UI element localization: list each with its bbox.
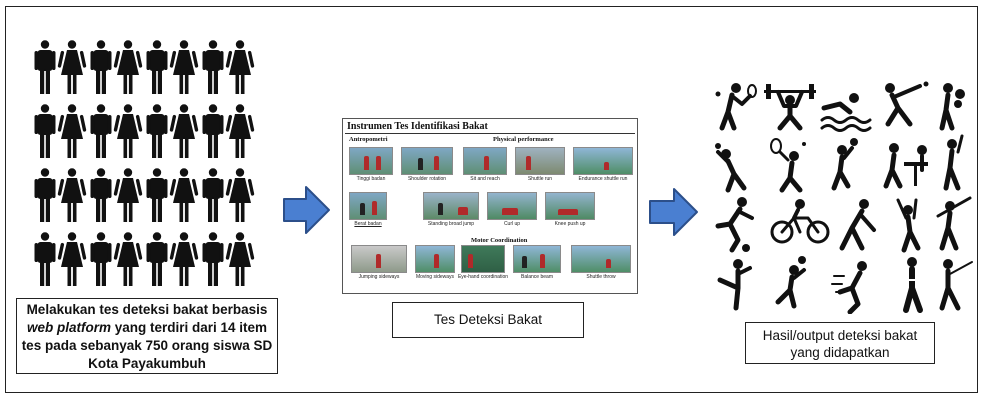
result-caption-line-2: yang didapatkan: [790, 345, 890, 360]
test-label: Endurance shuttle run: [578, 176, 628, 182]
test-label: Shuttle run: [527, 176, 553, 182]
test-label: Sit and reach: [470, 176, 500, 182]
test-thumb-standing-broad-jump: Standing broad jump: [423, 192, 479, 228]
students-caption-box: Melakukan tes deteksi bakat berbasis web…: [16, 298, 278, 374]
students-caption-line-2-rest: yang terdiri dari 14 item: [110, 320, 268, 335]
people-row-4: [34, 232, 255, 286]
card-title: Instrumen Tes Identifikasi Bakat: [347, 121, 488, 132]
fencing-icon: [939, 259, 973, 311]
result-caption-box: Hasil/output deteksi bakat yang didapatk…: [745, 322, 935, 364]
soccer-icon: [715, 197, 754, 253]
baseball-bat-icon: [936, 196, 972, 251]
section-physical-performance: Physical performance: [493, 136, 554, 143]
test-label: Tinggi badan: [356, 176, 386, 182]
weightlifting-icon: [764, 84, 816, 131]
sprinting-icon: [831, 261, 867, 314]
test-label: Shuttle throw: [586, 274, 616, 280]
sports-pictogram-grid: [715, 81, 973, 314]
test-thumb-shoulder-rotation: Shoulder rotation: [401, 147, 453, 183]
basketball-shot-icon: [831, 138, 858, 191]
test-label: Jumping sideways: [358, 274, 400, 280]
karate-kick-icon: [717, 259, 752, 311]
swimming-icon: [820, 93, 872, 132]
cycling-icon: [770, 199, 830, 244]
people-row-1: [34, 40, 255, 94]
flow-arrow-2: [649, 188, 698, 236]
test-label: Curl up: [503, 221, 521, 227]
test-thumb-tinggi-badan: Tinggi badan: [349, 147, 393, 183]
test-caption-box: Tes Deteksi Bakat: [392, 302, 584, 338]
students-caption-line-2: web platform yang terdiri dari 14 item: [17, 319, 277, 337]
climbing-icon: [896, 198, 921, 253]
test-label: Moving sideways: [415, 274, 455, 280]
test-thumb-endurance-shuttle-run: Endurance shuttle run: [573, 147, 633, 183]
gymnastics-icon: [839, 199, 876, 251]
test-thumb-curl-up: Curl up: [487, 192, 537, 228]
tennis-icon: [715, 83, 757, 131]
volleyball-icon: [715, 143, 747, 193]
people-row-2: [34, 104, 255, 158]
students-caption-line-1: Melakukan tes deteksi bakat berbasis: [26, 302, 268, 317]
talent-test-instrument-card: Instrumen Tes Identifikasi Bakat Antropo…: [342, 118, 638, 294]
test-thumb-shuttle-throw: Shuttle throw: [571, 245, 631, 281]
test-thumb-sit-and-reach: Sit and reach: [463, 147, 507, 183]
section-antropometri: Antropometri: [349, 136, 388, 143]
test-label: Shoulder rotation: [407, 176, 447, 182]
martial-arts-icon: [903, 257, 923, 313]
people-row-3: [34, 168, 255, 222]
test-thumb-berat-badan: Berat badan: [349, 192, 387, 228]
test-label: Eye-hand coordination: [457, 274, 509, 280]
table-tennis-icon: [883, 143, 928, 189]
test-label: Standing broad jump: [427, 221, 475, 227]
test-thumb-eye-hand-coordination: Eye-hand coordination: [458, 245, 508, 281]
test-thumb-moving-sideways: Moving sideways: [415, 245, 455, 281]
students-caption-line-3: tes pada sebanyak 750 orang siswa SD: [21, 338, 273, 353]
students-caption-line-4: Kota Payakumbuh: [88, 356, 206, 371]
students-pictogram-grid: [34, 40, 255, 286]
test-thumb-shuttle-run: Shuttle run: [515, 147, 565, 183]
diagram-frame: [5, 6, 978, 393]
test-label: Knee push up: [554, 221, 586, 227]
section-motor-coordination: Motor Coordination: [471, 237, 528, 244]
flow-arrow-1: [283, 186, 330, 234]
test-label: Balance beam: [521, 274, 553, 280]
hockey-icon: [943, 134, 964, 191]
result-caption-line-1: Hasil/output deteksi bakat: [762, 328, 918, 343]
test-thumb-balance-beam: Balance beam: [513, 245, 561, 281]
test-thumb-knee-push-up: Knee push up: [545, 192, 595, 228]
web-platform-emphasis: web platform: [26, 320, 111, 335]
baseball-icon: [885, 81, 929, 127]
basketball-icon: [775, 256, 806, 309]
badminton-icon: [770, 138, 806, 193]
test-thumb-jumping-sideways: Jumping sideways: [351, 245, 407, 281]
card-divider: [345, 133, 635, 134]
boxing-icon: [939, 83, 965, 131]
test-label: Berat badan: [354, 221, 382, 227]
